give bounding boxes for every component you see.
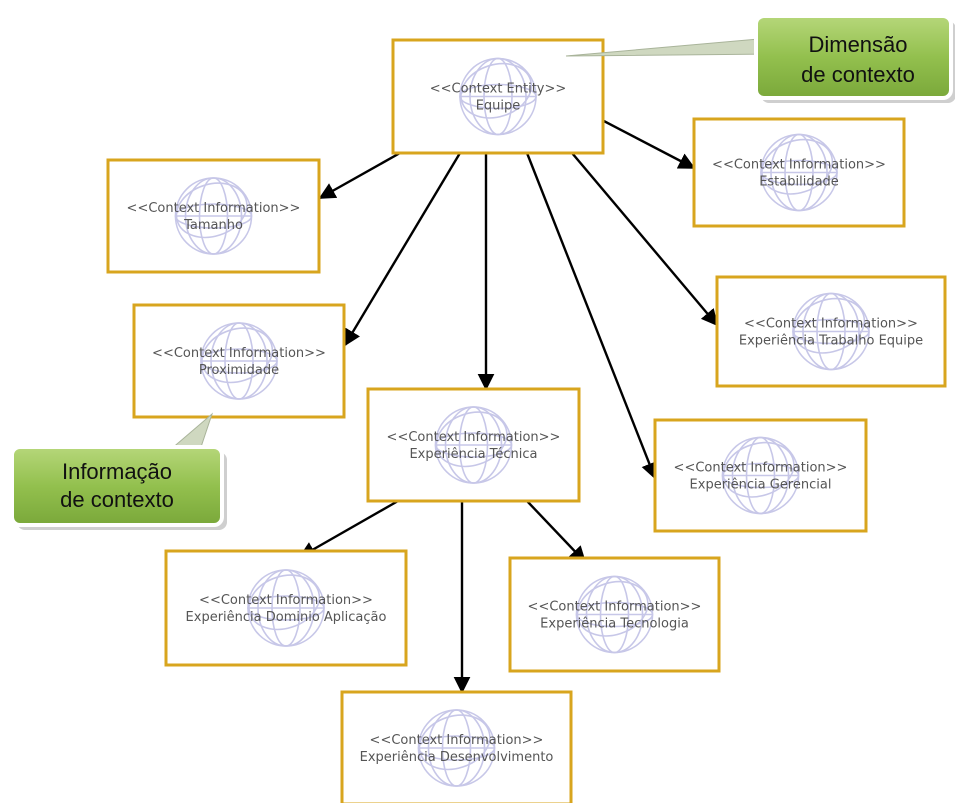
node-name: Tamanho — [183, 218, 243, 233]
node-equipe[interactable]: <<Context Entity>> Equipe — [391, 38, 605, 155]
node-stereotype: <<Context Information>> — [152, 346, 326, 361]
node-name: Equipe — [476, 99, 521, 114]
edges-layer — [298, 117, 719, 694]
node-exp-gerencial[interactable]: <<Context Information>> Experiência Geren… — [653, 418, 868, 533]
node-name: Experiência Tecnologia — [540, 617, 689, 632]
callout-body — [10, 445, 224, 527]
callout-line: Dimensão — [808, 32, 907, 57]
arrow-exp-tecnica-to-exp-tecnologia — [526, 500, 587, 564]
node-name: Experiência Desenvolvimento — [360, 750, 554, 765]
arrow-equipe-to-exp-gerencial — [525, 152, 658, 480]
node-stereotype: <<Context Information>> — [127, 201, 301, 216]
node-stereotype: <<Context Information>> — [199, 593, 373, 608]
callout-line: de contexto — [801, 62, 915, 87]
node-stereotype: <<Context Information>> — [528, 600, 702, 615]
callout-line: de contexto — [60, 487, 174, 512]
node-stereotype: <<Context Information>> — [387, 430, 561, 445]
node-proximidade[interactable]: <<Context Information>> Proximidade — [132, 303, 346, 419]
node-name: Proximidade — [199, 363, 279, 378]
callout-pointer — [168, 412, 214, 451]
node-name: Experiência Dominio Aplicação — [186, 610, 387, 625]
node-box — [715, 275, 947, 388]
node-exp-tecnica[interactable]: <<Context Information>> Experiência Técni… — [366, 387, 581, 503]
node-stereotype: <<Context Entity>> — [430, 82, 567, 97]
node-name: Experiência Trabalho Equipe — [739, 334, 923, 349]
node-stereotype: <<Context Information>> — [744, 317, 918, 332]
node-stereotype: <<Context Information>> — [712, 158, 886, 173]
node-exp-desenvolvimento[interactable]: <<Context Information>> Experiência Desen… — [340, 690, 573, 803]
node-estabilidade[interactable]: <<Context Information>> Estabilidade — [692, 117, 906, 228]
node-exp-tecnologia[interactable]: <<Context Information>> Experiência Tecno… — [508, 556, 721, 673]
node-stereotype: <<Context Information>> — [674, 461, 848, 476]
node-tamanho[interactable]: <<Context Information>> Tamanho — [106, 158, 321, 274]
callout-line: Informação — [62, 459, 172, 484]
node-name: Estabilidade — [759, 175, 839, 190]
node-name: Experiência Gerencial — [690, 478, 832, 493]
node-stereotype: <<Context Information>> — [370, 733, 544, 748]
arrow-equipe-to-exp-trabalho-equipe — [571, 152, 719, 327]
node-exp-dominio-aplicacao[interactable]: <<Context Information>> Experiência Domin… — [164, 549, 408, 667]
arrow-equipe-to-tamanho — [318, 151, 401, 200]
callout-body — [754, 14, 953, 100]
callout-informacao: Informação de contexto — [10, 412, 227, 530]
arrow-exp-tecnica-to-exp-dominio-aplicacao — [298, 499, 399, 559]
node-name: Experiência Técnica — [409, 447, 537, 462]
node-box — [692, 117, 906, 228]
nodes-layer: <<Context Entity>> Equipe <<Context Inform… — [106, 38, 947, 803]
callout-dimensao: Dimensão de contexto — [565, 14, 955, 103]
arrow-equipe-to-proximidade — [343, 152, 462, 347]
arrow-equipe-to-estabilidade — [599, 117, 696, 170]
node-exp-trabalho-equipe[interactable]: <<Context Information>> Experiência Traba… — [715, 275, 947, 388]
